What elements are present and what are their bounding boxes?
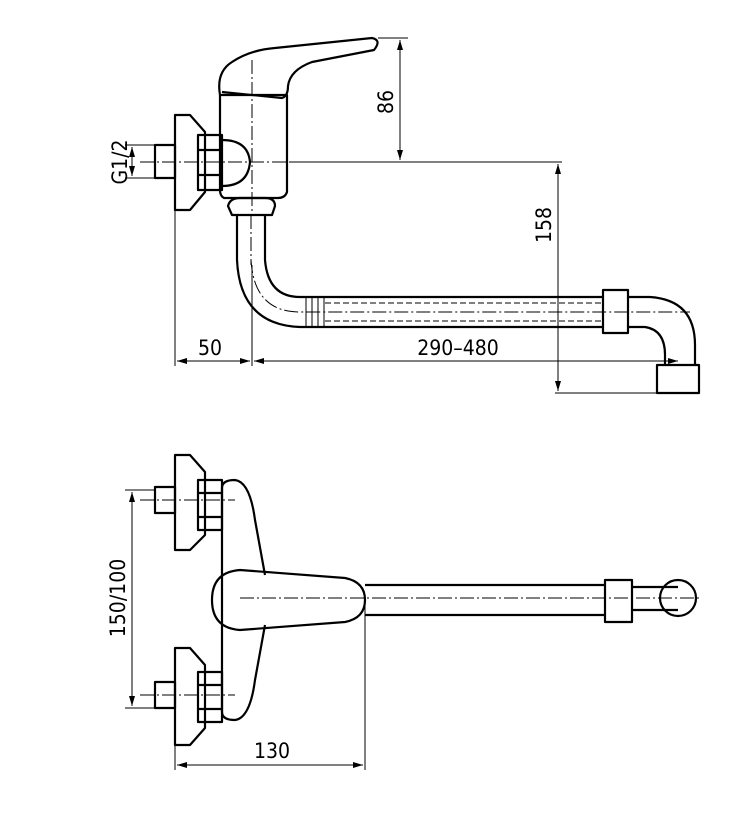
- mixer-body: [218, 93, 289, 200]
- upper-flange: [173, 453, 207, 552]
- outlet-arm: [632, 585, 678, 612]
- dim-reach-label: 290–480: [417, 336, 499, 360]
- dim-130-label: 130: [254, 739, 290, 763]
- dim-158-label: 158: [532, 207, 556, 243]
- dim-spacing-label: 150/100: [106, 559, 130, 637]
- lower-flange: [173, 646, 207, 747]
- side-view: 86 G1/2 158 50 290–480: [108, 36, 701, 395]
- swivel-nut: [226, 196, 277, 217]
- top-view: 150/100 130: [106, 453, 700, 770]
- aerator: [655, 363, 701, 395]
- spout-centerline: [250, 215, 690, 313]
- upper-nut: [196, 478, 224, 532]
- dim-g12-label: G1/2: [108, 139, 132, 184]
- lever-handle: [218, 36, 379, 100]
- lever-top: [210, 568, 367, 632]
- eccentric-body: [221, 138, 252, 188]
- lower-nut: [196, 670, 224, 724]
- outlet-bend: [628, 295, 697, 365]
- body-outline: [220, 478, 267, 722]
- spout-pipe: [235, 215, 603, 329]
- spout-end-nut: [601, 288, 630, 335]
- dim-50-label: 50: [198, 336, 222, 360]
- spout-nut-top: [603, 578, 634, 624]
- spout-pipe-top: [365, 583, 605, 617]
- connector-nut: [196, 133, 224, 192]
- dim-86-label: 86: [374, 90, 398, 114]
